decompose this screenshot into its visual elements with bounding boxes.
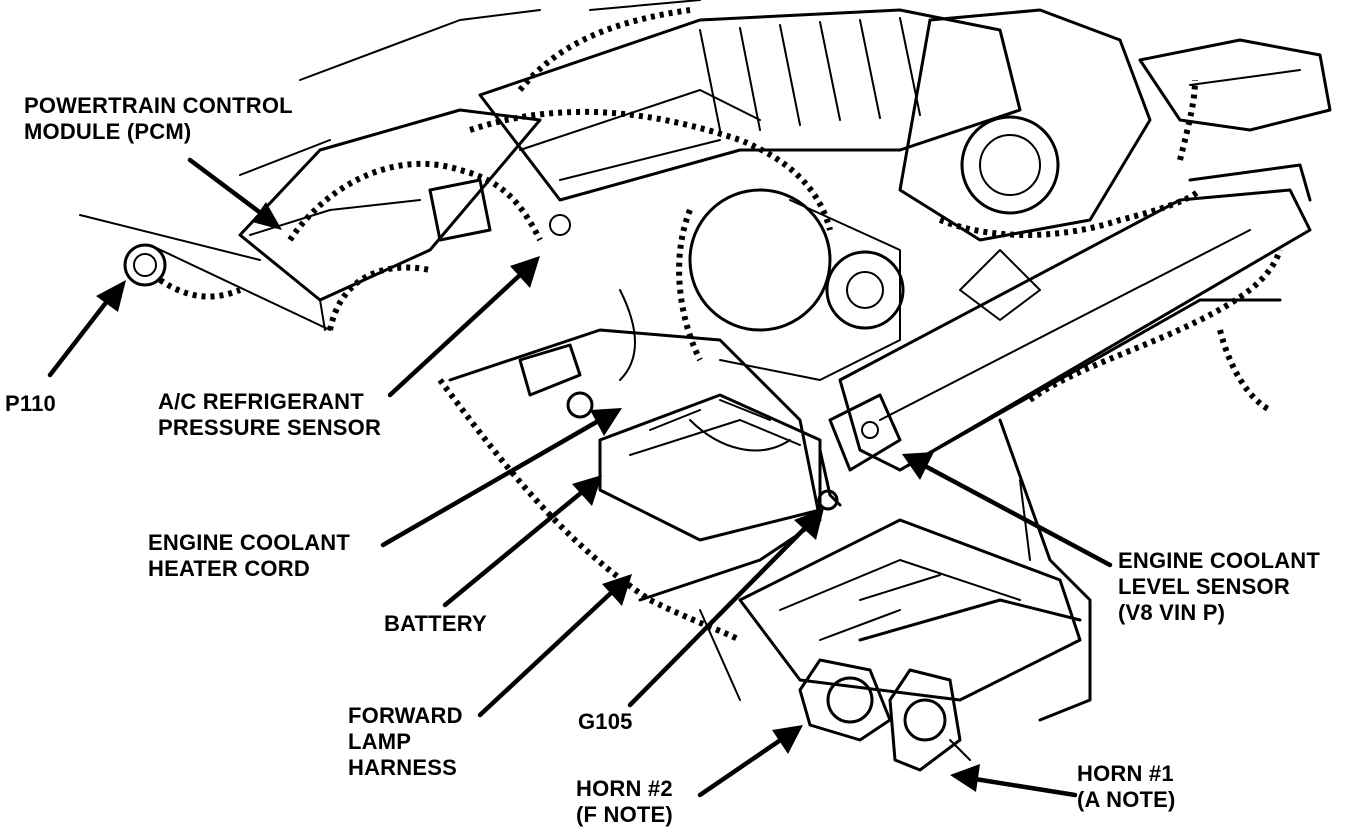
callout-engine-coolant-level-sensor: ENGINE COOLANT LEVEL SENSOR (V8 VIN P): [1118, 548, 1320, 626]
callout-level-line-3: (V8 VIN P): [1118, 600, 1226, 625]
callout-battery-line-1: BATTERY: [384, 611, 487, 636]
callout-pcm-line-1: POWERTRAIN CONTROL: [24, 93, 293, 118]
callout-ac-line-1: A/C REFRIGERANT: [158, 389, 364, 414]
callout-horn2-line-2: (F NOTE): [576, 802, 673, 827]
callout-horn-2: HORN #2 (F NOTE): [576, 776, 673, 828]
callout-ac-refrigerant-pressure-sensor: A/C REFRIGERANT PRESSURE SENSOR: [158, 389, 381, 441]
callout-battery: BATTERY: [384, 611, 487, 637]
callout-harness-line-1: FORWARD: [348, 703, 463, 728]
callout-engine-coolant-heater-cord: ENGINE COOLANT HEATER CORD: [148, 530, 350, 582]
callout-harness-line-3: HARNESS: [348, 755, 457, 780]
callout-harness-line-2: LAMP: [348, 729, 412, 754]
callout-horn1-line-2: (A NOTE): [1077, 787, 1176, 812]
callout-pcm-line-2: MODULE (PCM): [24, 119, 192, 144]
callout-pcm: POWERTRAIN CONTROL MODULE (PCM): [24, 93, 293, 145]
callout-p110-line-1: P110: [5, 391, 56, 416]
callout-horn1-line-1: HORN #1: [1077, 761, 1174, 786]
callout-level-line-1: ENGINE COOLANT: [1118, 548, 1321, 573]
callout-g105-line-1: G105: [578, 709, 633, 734]
callout-forward-lamp-harness: FORWARD LAMP HARNESS: [348, 703, 463, 781]
callout-heater-line-1: ENGINE COOLANT: [148, 530, 351, 555]
callout-p110: P110: [5, 391, 56, 417]
leader-lines: [47, 157, 1113, 798]
callout-level-line-2: LEVEL SENSOR: [1118, 574, 1290, 599]
callout-horn2-line-1: HORN #2: [576, 776, 673, 801]
callout-heater-line-2: HEATER CORD: [148, 556, 310, 581]
callout-horn-1: HORN #1 (A NOTE): [1077, 761, 1176, 813]
callout-ac-line-2: PRESSURE SENSOR: [158, 415, 382, 440]
callout-g105: G105: [578, 709, 633, 735]
engine-artwork: [79, 0, 1332, 772]
